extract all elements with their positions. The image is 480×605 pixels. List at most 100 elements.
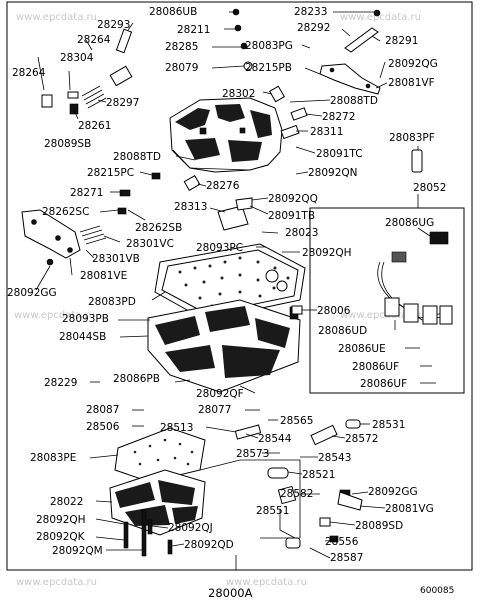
label-28081VF[interactable]: 28081VF — [388, 77, 435, 89]
label-28301VB[interactable]: 28301VB — [92, 253, 140, 265]
label-28302[interactable]: 28302 — [222, 88, 255, 100]
label-28292[interactable]: 28292 — [297, 22, 330, 34]
label-28086UD[interactable]: 28086UD — [318, 325, 367, 337]
label-28044SB[interactable]: 28044SB — [59, 331, 106, 343]
strainer-28006 — [291, 305, 303, 315]
label-28092QH[interactable]: 28092QH — [302, 247, 352, 259]
diagram-frame — [6, 1, 473, 571]
label-28093PC[interactable]: 28093PC — [196, 242, 243, 254]
label-28233[interactable]: 28233 — [294, 6, 327, 18]
label-28086UB[interactable]: 28086UB — [149, 6, 197, 18]
label-28551[interactable]: 28551 — [256, 505, 289, 517]
label-28089SD[interactable]: 28089SD — [355, 520, 403, 532]
label-28573[interactable]: 28573 — [236, 448, 269, 460]
upper-valve-body — [169, 97, 283, 173]
bracket-plate-top-right — [319, 63, 381, 95]
label-28506[interactable]: 28506 — [86, 421, 120, 433]
label-28091TB[interactable]: 28091TB — [268, 210, 315, 222]
label-28092QJ[interactable]: 28092QJ — [168, 522, 213, 534]
label-28023[interactable]: 28023 — [285, 227, 318, 239]
part-number-labels: 28086UB 28233 28293 28211 28292 28264 28… — [7, 6, 446, 564]
label-28556[interactable]: 28556 — [325, 536, 359, 548]
watermark-bottom-left: www.epcdata.ru — [16, 577, 97, 588]
label-28022[interactable]: 28022 — [50, 496, 83, 508]
watermark-top-right: www.epcdata.ru — [340, 12, 421, 23]
label-28211[interactable]: 28211 — [177, 24, 210, 36]
label-28513[interactable]: 28513 — [160, 422, 193, 434]
lower-valve-body — [109, 469, 206, 536]
watermark-top-left: www.epcdata.ru — [16, 12, 97, 23]
label-28276[interactable]: 28276 — [206, 180, 240, 192]
label-28086PB[interactable]: 28086PB — [113, 373, 160, 385]
label-28089SB[interactable]: 28089SB — [44, 138, 91, 150]
label-28081VE[interactable]: 28081VE — [80, 270, 127, 282]
label-28264-left[interactable]: 28264 — [12, 67, 46, 79]
label-28301VC[interactable]: 28301VC — [126, 238, 174, 250]
label-28088TD[interactable]: 28088TD — [113, 151, 161, 163]
label-28229[interactable]: 28229 — [44, 377, 77, 389]
label-28092QK[interactable]: 28092QK — [36, 531, 86, 543]
label-28543[interactable]: 28543 — [318, 452, 351, 464]
label-28215PC[interactable]: 28215PC — [87, 167, 134, 179]
label-28297[interactable]: 28297 — [106, 97, 139, 109]
label-28092QQ[interactable]: 28092QQ — [268, 193, 318, 205]
label-28311[interactable]: 28311 — [310, 126, 343, 138]
label-28092QH-b[interactable]: 28092QH — [36, 514, 86, 526]
label-28304[interactable]: 28304 — [60, 52, 94, 64]
label-28093PB[interactable]: 28093PB — [62, 313, 109, 325]
label-28006[interactable]: 28006 — [317, 305, 351, 317]
label-28088TD-top[interactable]: 28088TD — [330, 95, 378, 107]
label-28052[interactable]: 28052 — [413, 182, 446, 194]
label-28582[interactable]: 28582 — [280, 488, 313, 500]
middle-valve-body — [147, 299, 301, 393]
leader-lines — [35, 11, 436, 570]
label-28264-top[interactable]: 28264 — [77, 34, 111, 46]
label-28293[interactable]: 28293 — [97, 19, 130, 31]
watermark-bottom-right: www.epcdata.ru — [226, 577, 307, 588]
label-28572[interactable]: 28572 — [345, 433, 378, 445]
label-assembly-28000A[interactable]: 28000A — [208, 586, 253, 600]
label-28092GG[interactable]: 28092GG — [7, 287, 57, 299]
label-28091TC[interactable]: 28091TC — [316, 148, 363, 160]
separator-plate-28083PD — [154, 243, 306, 321]
label-28092QN[interactable]: 28092QN — [308, 167, 358, 179]
label-28092QF[interactable]: 28092QF — [196, 388, 244, 400]
label-28077[interactable]: 28077 — [198, 404, 231, 416]
solenoid-harness-box — [309, 207, 465, 394]
label-28313[interactable]: 28313 — [174, 201, 207, 213]
label-28261[interactable]: 28261 — [78, 120, 111, 132]
label-28086UF-a[interactable]: 28086UF — [352, 361, 399, 373]
label-28083PG[interactable]: 28083PG — [245, 40, 293, 52]
watermark-mid-left: www.epcdata.ru — [14, 310, 95, 321]
label-28262SB[interactable]: 28262SB — [135, 222, 182, 234]
label-28285[interactable]: 28285 — [165, 41, 198, 53]
label-28215PB[interactable]: 28215PB — [245, 62, 292, 74]
label-28081VG[interactable]: 28081VG — [385, 503, 434, 515]
label-28544[interactable]: 28544 — [258, 433, 292, 445]
label-28565[interactable]: 28565 — [280, 415, 313, 427]
label-28083PE[interactable]: 28083PE — [30, 452, 76, 464]
bracket-plate-left — [21, 209, 81, 259]
small-parts — [41, 8, 381, 557]
label-28079[interactable]: 28079 — [165, 62, 198, 74]
label-28086UG[interactable]: 28086UG — [385, 217, 434, 229]
label-28087[interactable]: 28087 — [86, 404, 119, 416]
label-28262SC[interactable]: 28262SC — [42, 206, 89, 218]
label-28092QM[interactable]: 28092QM — [52, 545, 103, 557]
label-28083PD[interactable]: 28083PD — [88, 296, 136, 308]
label-28587[interactable]: 28587 — [330, 552, 363, 564]
label-28086UF-b[interactable]: 28086UF — [360, 378, 407, 390]
connector-28083PF — [411, 149, 423, 173]
label-28531[interactable]: 28531 — [372, 419, 405, 431]
label-28291[interactable]: 28291 — [385, 35, 418, 47]
label-28083PF[interactable]: 28083PF — [389, 132, 435, 144]
label-28092QD[interactable]: 28092QD — [184, 539, 234, 551]
label-28271[interactable]: 28271 — [70, 187, 103, 199]
label-28272[interactable]: 28272 — [322, 111, 355, 123]
label-28086UE[interactable]: 28086UE — [338, 343, 386, 355]
label-28092GG-b[interactable]: 28092GG — [368, 486, 418, 498]
label-28521[interactable]: 28521 — [302, 469, 335, 481]
watermark-mid-right: www.epcdata.ru — [340, 310, 421, 321]
label-28092QG-top[interactable]: 28092QG — [388, 58, 438, 70]
